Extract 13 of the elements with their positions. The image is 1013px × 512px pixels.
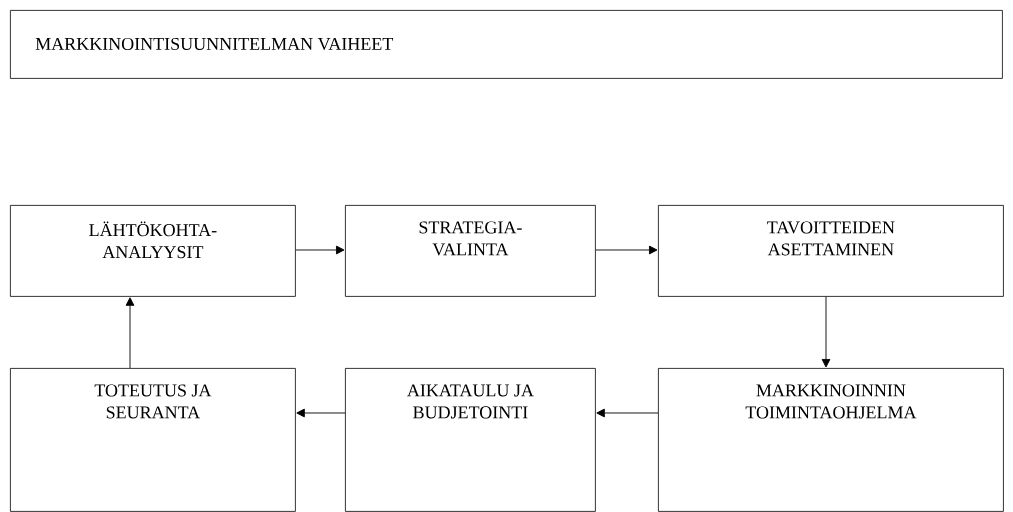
process-box: AIKATAULU JA BUDJETOINTI <box>345 368 596 512</box>
arrow <box>295 245 345 255</box>
arrow <box>596 408 659 418</box>
process-box: STRATEGIA- VALINTA <box>345 205 596 297</box>
process-box: TOTEUTUS JA SEURANTA <box>10 368 296 512</box>
arrow <box>821 296 831 368</box>
arrow <box>595 245 658 255</box>
arrow <box>125 297 135 369</box>
title-box: MARKKINOINTISUUNNITELMAN VAIHEET <box>10 10 1003 79</box>
arrow <box>296 408 346 418</box>
process-box: TAVOITTEIDEN ASETTAMINEN <box>658 205 1004 297</box>
process-box: LÄHTÖKOHTA- ANALYYSIT <box>10 205 296 297</box>
process-box: MARKKINOINNIN TOIMINTAOHJELMA <box>658 368 1004 512</box>
